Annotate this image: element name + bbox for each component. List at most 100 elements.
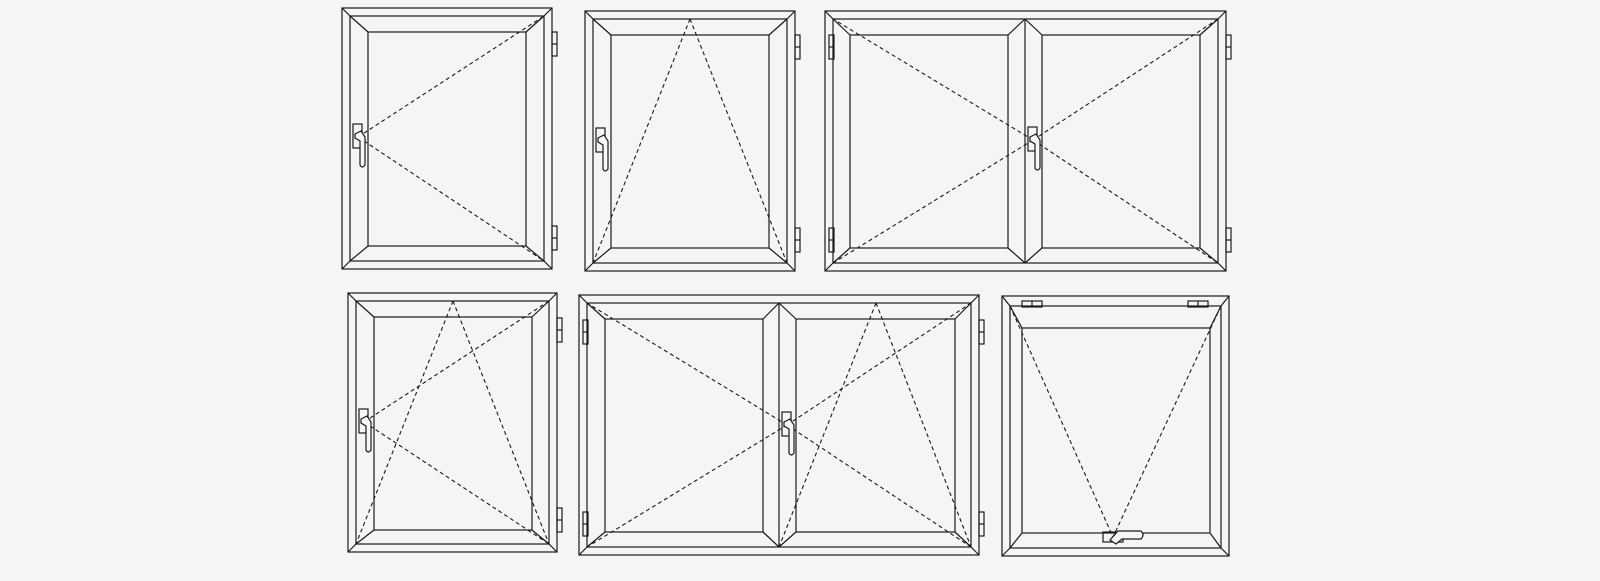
outer-frame xyxy=(1001,295,1230,557)
opening-line xyxy=(452,300,550,545)
opening-line xyxy=(355,300,454,545)
outer-frame xyxy=(347,292,558,553)
handle-lever xyxy=(354,130,366,168)
miter-line xyxy=(548,292,558,302)
handle-lever xyxy=(597,134,609,172)
miter-line xyxy=(586,302,606,320)
sash-frame xyxy=(349,15,545,262)
handle-icon xyxy=(595,127,609,172)
miter-line xyxy=(543,7,553,17)
miter-line xyxy=(341,260,351,270)
glass-pane xyxy=(604,318,764,533)
glass-pane xyxy=(1021,327,1211,534)
miter-line xyxy=(349,245,369,262)
miter-line xyxy=(578,294,588,304)
miter-line xyxy=(543,260,553,270)
miter-line xyxy=(970,546,980,556)
opening-line xyxy=(875,302,972,548)
opening-line xyxy=(778,302,877,548)
outer-frame xyxy=(584,10,796,272)
opening-line xyxy=(786,424,972,548)
miter-line xyxy=(592,18,612,36)
opening-line xyxy=(363,421,550,545)
miter-line xyxy=(1209,305,1222,329)
miter-line xyxy=(824,10,834,20)
window-single-tilt-turn xyxy=(347,292,563,553)
window-double-casement xyxy=(824,10,1232,272)
miter-line xyxy=(1024,247,1043,264)
miter-line xyxy=(578,546,588,556)
miter-line xyxy=(824,262,834,272)
miter-line xyxy=(778,531,797,548)
handle-lever xyxy=(360,415,372,453)
handle-icon xyxy=(352,123,366,168)
window-single-casement xyxy=(341,7,558,270)
sash-frame xyxy=(1009,305,1222,549)
miter-line xyxy=(1220,547,1230,557)
opening-line xyxy=(363,300,550,423)
miter-line xyxy=(531,300,550,318)
miter-line xyxy=(584,262,594,272)
handle-icon xyxy=(1027,126,1041,171)
outer-frame xyxy=(824,10,1227,272)
miter-line xyxy=(1217,10,1227,20)
opening-line xyxy=(357,136,545,262)
miter-line xyxy=(347,292,357,302)
miter-line xyxy=(584,10,594,20)
glass-pane xyxy=(795,318,956,533)
miter-line xyxy=(1209,532,1222,549)
miter-line xyxy=(768,18,788,36)
miter-line xyxy=(1009,305,1023,329)
miter-line xyxy=(355,529,375,545)
opening-line xyxy=(786,302,972,426)
handle-lever xyxy=(1109,530,1144,545)
opening-line xyxy=(689,18,788,264)
miter-line xyxy=(762,531,780,548)
miter-line xyxy=(525,15,545,33)
glass-pane xyxy=(1041,34,1201,249)
miter-line xyxy=(786,262,796,272)
miter-line xyxy=(778,302,797,320)
miter-line xyxy=(832,18,851,36)
miter-line xyxy=(548,543,558,553)
handle-icon xyxy=(358,408,372,453)
opening-line xyxy=(592,18,691,264)
opening-line xyxy=(1112,305,1222,538)
miter-line xyxy=(1217,262,1227,272)
opening-line xyxy=(1009,305,1114,538)
miter-line xyxy=(1007,247,1026,264)
handle-lever xyxy=(783,418,795,456)
handle-icon xyxy=(781,411,795,456)
miter-line xyxy=(349,15,369,33)
window-double-turn-tilt-turn xyxy=(578,294,985,556)
opening-line xyxy=(1032,18,1219,141)
opening-line xyxy=(586,424,788,548)
glass-pane xyxy=(849,34,1009,249)
miter-line xyxy=(1199,18,1219,36)
opening-line xyxy=(832,18,1034,141)
opening-line xyxy=(1032,139,1219,264)
window-single-tilt xyxy=(584,10,801,272)
miter-line xyxy=(832,247,851,264)
miter-line xyxy=(954,531,972,548)
sash-frame xyxy=(592,18,788,264)
miter-line xyxy=(1024,18,1043,36)
glass-pane xyxy=(367,31,527,247)
handle-icon xyxy=(1102,530,1144,545)
opening-line xyxy=(586,302,788,426)
miter-line xyxy=(762,302,780,320)
opening-line xyxy=(357,15,545,138)
window-bottom-hung xyxy=(1001,295,1230,557)
miter-line xyxy=(1001,295,1011,307)
miter-line xyxy=(1007,18,1026,36)
miter-line xyxy=(768,247,788,264)
glass-pane xyxy=(373,316,533,531)
outer-frame xyxy=(341,7,553,270)
miter-line xyxy=(954,302,972,320)
miter-line xyxy=(341,7,351,17)
opening-line xyxy=(832,139,1034,264)
glass-pane xyxy=(610,34,770,249)
miter-line xyxy=(1009,532,1023,549)
miter-line xyxy=(970,294,980,304)
outer-frame xyxy=(578,294,980,556)
